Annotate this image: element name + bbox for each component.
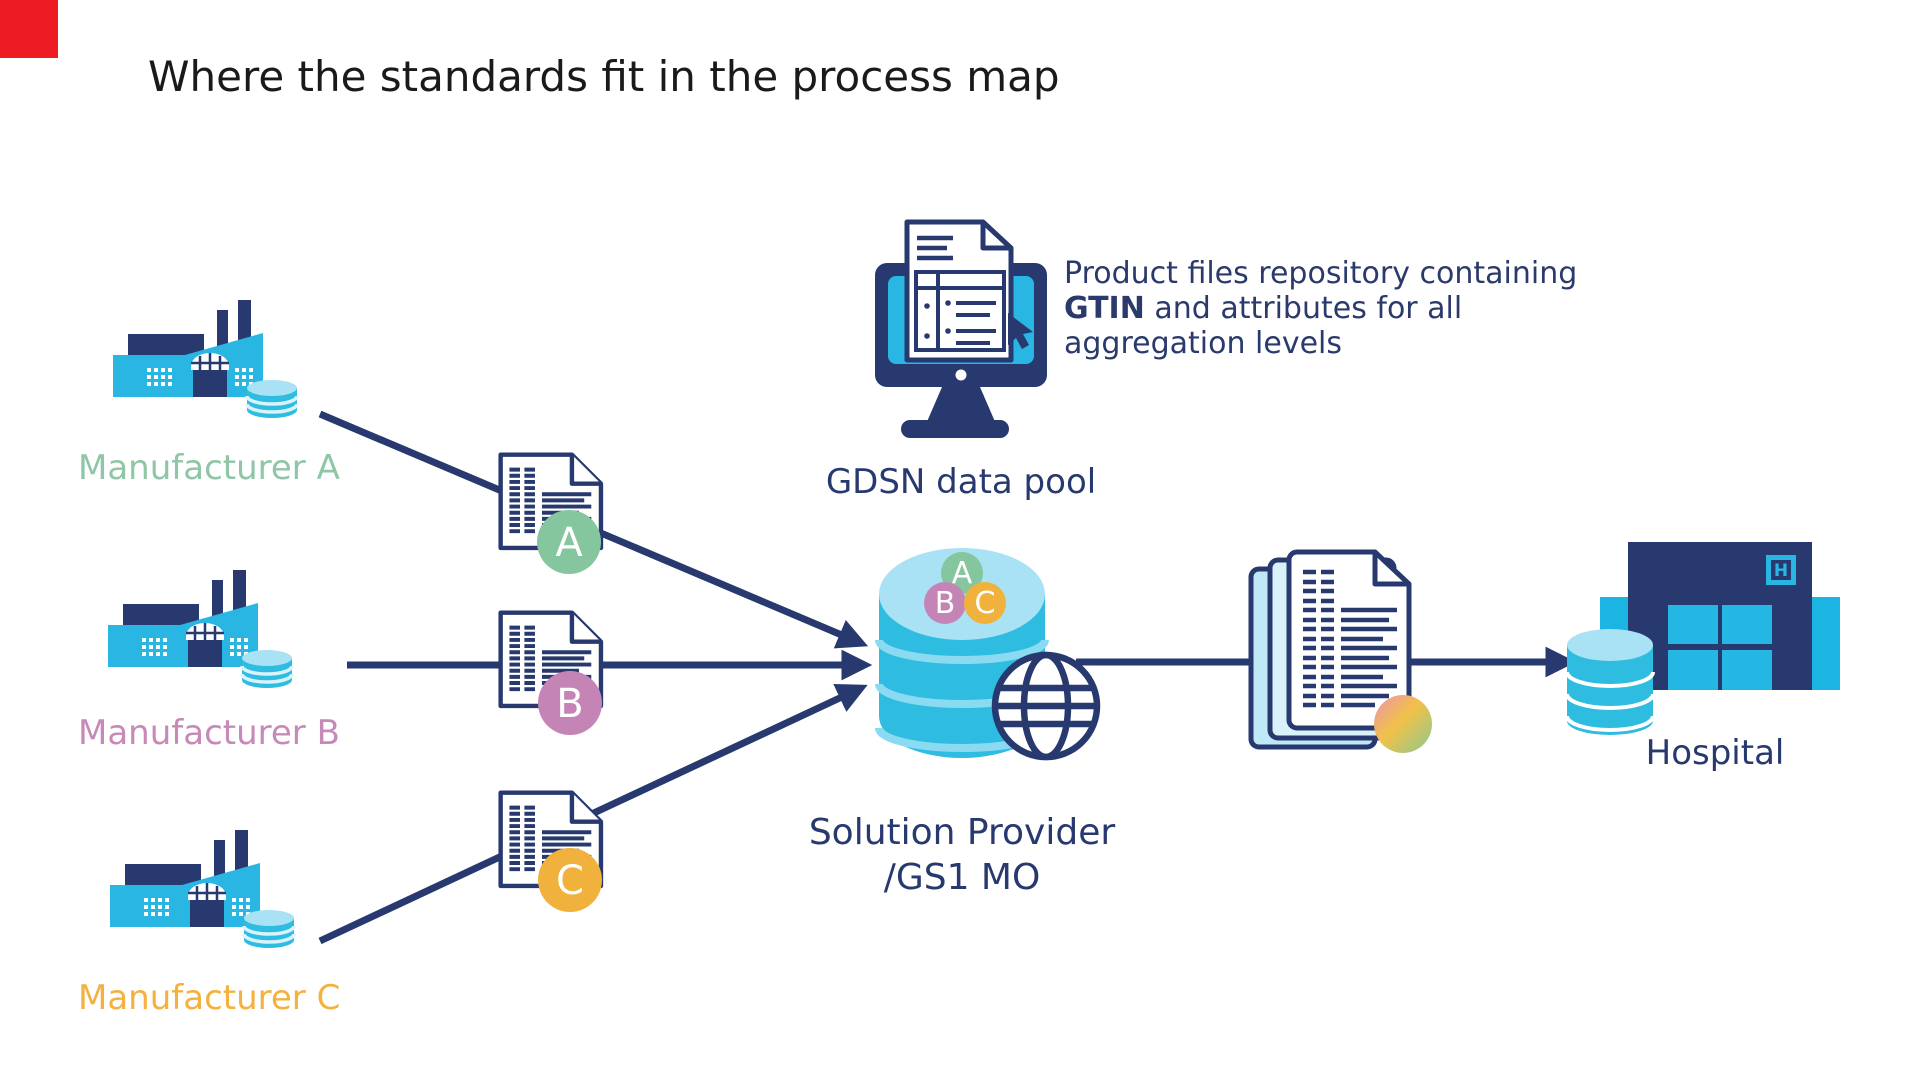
factory-a-icon [111,298,299,420]
gdsn-description: Product files repository containing GTIN… [1064,256,1577,361]
hospital-database-icon [1565,629,1655,735]
badge-c: C [538,848,602,912]
manufacturer-c-label: Manufacturer C [78,978,341,1018]
monitor-document [904,219,1033,363]
badge-b: B [538,671,602,735]
hospital-sign: H [1766,555,1796,585]
hospital-icon: H [1600,542,1840,690]
cylinder-badge-b: B [924,582,966,624]
badge-a: A [537,510,601,574]
cylinder-badge-c-letter: C [975,586,996,621]
gdsn-description-line3: aggregation levels [1064,326,1342,361]
solution-provider-label: Solution Provider /GS1 MO [772,810,1152,900]
red-corner-marker [0,0,58,58]
gdsn-data-pool-label: GDSN data pool [825,462,1097,502]
cylinder-badge-b-letter: B [935,586,956,621]
badge-a-letter: A [555,520,583,566]
rainbow-circle [1374,695,1432,753]
cursor-icon [1008,313,1033,349]
globe-icon [991,651,1101,761]
badge-c-letter: C [556,858,584,904]
cylinder-badge-c: C [964,582,1006,624]
gdsn-description-line2: GTIN and attributes for all [1064,291,1577,326]
factory-c-icon [108,828,296,950]
gdsn-monitor-icon [875,219,1047,438]
manufacturer-b-label: Manufacturer B [78,713,340,753]
solution-provider-line1: Solution Provider [808,812,1116,853]
gdsn-description-line2-rest: and attributes for all [1144,291,1463,326]
gtin-bold-text: GTIN [1064,291,1145,326]
factory-b-icon [106,568,294,690]
hospital-label: Hospital [1645,733,1785,773]
document-stack-icon [1248,549,1432,753]
solution-provider-line2: /GS1 MO [883,857,1041,898]
manufacturer-a-label: Manufacturer A [78,448,340,488]
badge-b-letter: B [556,681,583,727]
cylinder-badge-a-letter: A [952,556,973,591]
hospital-sign-letter: H [1774,561,1788,581]
gdsn-description-line1: Product files repository containing [1064,256,1578,291]
page-title: Where the standards fit in the process m… [148,52,1060,101]
